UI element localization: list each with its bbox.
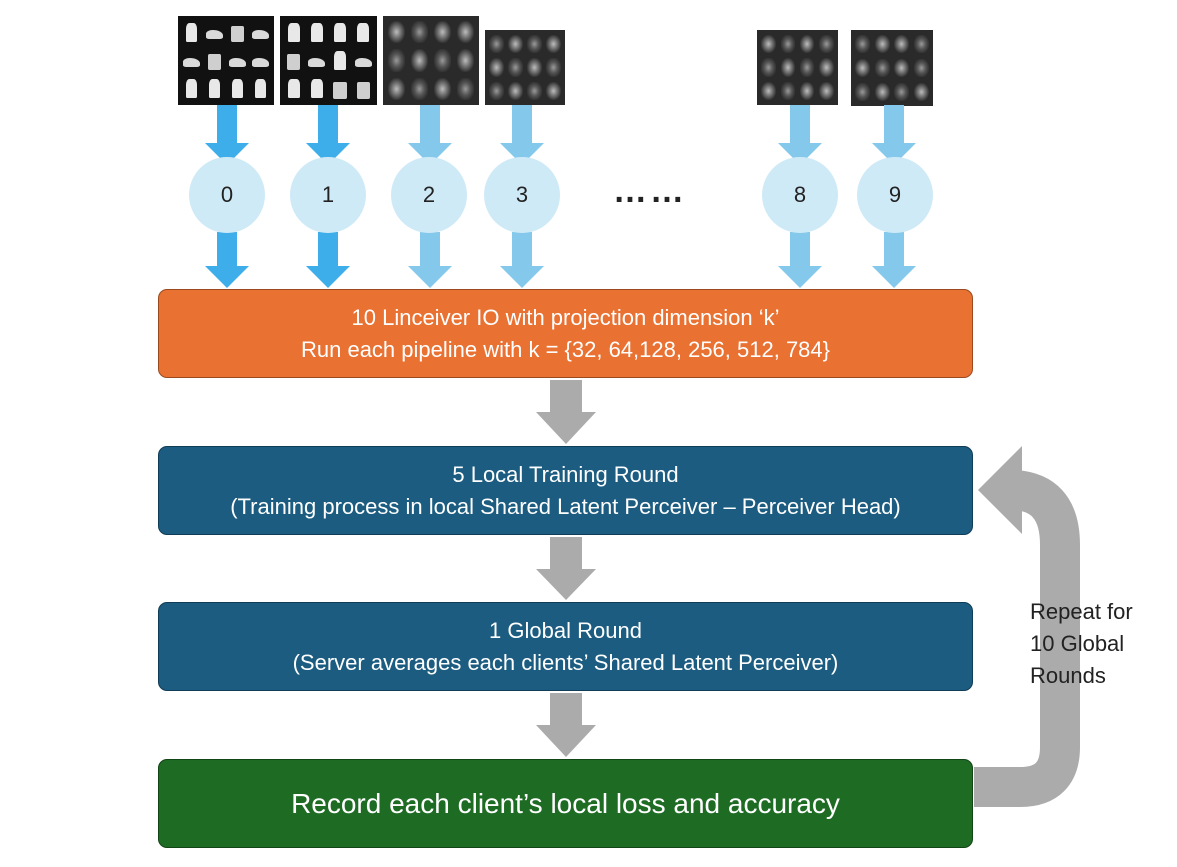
client-1-arrow-down-in	[306, 105, 350, 165]
repeat-loop-arrowhead	[978, 446, 1022, 534]
client-2-arrow-down-out	[408, 232, 452, 288]
repeat-label-line-1: Repeat for	[1030, 599, 1133, 624]
local-training-box: 5 Local Training Round (Training process…	[158, 446, 973, 535]
local-training-title: 5 Local Training Round	[452, 461, 679, 487]
client-2-dataset-image	[383, 16, 479, 105]
flow-arrow-linceiver-to-local	[536, 380, 596, 444]
repeat-label-line-2: 10 Global	[1030, 631, 1125, 656]
local-training-subtitle: (Training process in local Shared Latent…	[230, 493, 901, 519]
global-round-title: 1 Global Round	[489, 617, 642, 643]
client-0-arrow-down-in	[205, 105, 249, 165]
repeat-loop-arrow	[974, 470, 1080, 807]
client-node-9: 9	[857, 157, 933, 233]
client-3-arrow-down-out	[500, 232, 544, 288]
linceiver-title: 10 Linceiver IO with projection dimensio…	[351, 304, 780, 330]
flow-arrow-global-to-record	[536, 693, 596, 757]
linceiver-subtitle: Run each pipeline with k = {32, 64,128, …	[300, 336, 831, 362]
client-0-arrow-down-out	[205, 232, 249, 288]
client-8-dataset-image	[757, 30, 838, 105]
client-8-arrow-down-in	[778, 105, 822, 165]
record-metrics-box: Record each client’s local loss and accu…	[158, 759, 973, 848]
client-9-arrow-down-in	[872, 105, 916, 165]
client-1-dataset-image	[280, 16, 377, 105]
client-9-arrow-down-out	[872, 232, 916, 288]
client-node-1: 1	[290, 157, 366, 233]
client-3-dataset-image	[485, 30, 565, 105]
client-9-dataset-image	[851, 30, 933, 106]
repeat-label: Repeat for 10 Global Rounds	[1030, 596, 1170, 692]
record-metrics-title: Record each client’s local loss and accu…	[291, 787, 840, 819]
client-3-arrow-down-in	[500, 105, 544, 165]
client-node-8: 8	[762, 157, 838, 233]
flow-arrow-local-to-global	[536, 537, 596, 600]
repeat-label-line-3: Rounds	[1030, 663, 1106, 688]
client-2-arrow-down-in	[408, 105, 452, 165]
client-0-dataset-image	[178, 16, 274, 105]
client-8-arrow-down-out	[778, 232, 822, 288]
client-1-arrow-down-out	[306, 232, 350, 288]
linceiver-io-box: 10 Linceiver IO with projection dimensio…	[158, 289, 973, 378]
client-node-0: 0	[189, 157, 265, 233]
client-node-2: 2	[391, 157, 467, 233]
client-node-3: 3	[484, 157, 560, 233]
clients-ellipsis: ……	[613, 172, 687, 210]
global-round-box: 1 Global Round (Server averages each cli…	[158, 602, 973, 691]
global-round-subtitle: (Server averages each clients’ Shared La…	[292, 649, 839, 675]
